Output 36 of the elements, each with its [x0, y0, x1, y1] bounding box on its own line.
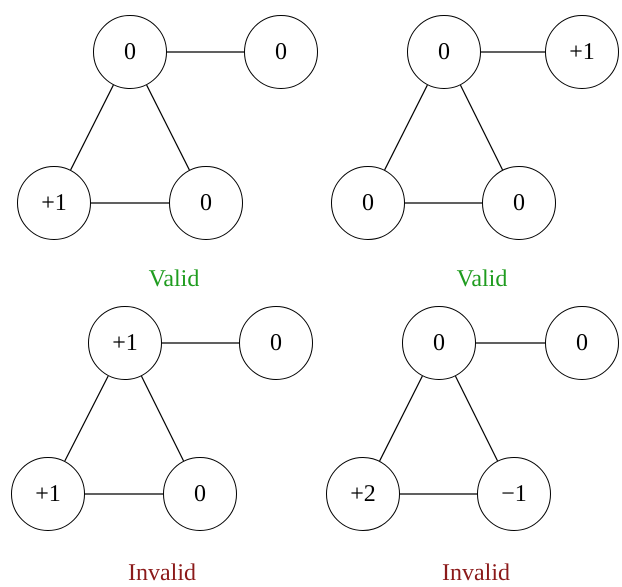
node-value: +1 — [41, 190, 67, 216]
connector-line — [384, 84, 428, 170]
node-value: −1 — [501, 480, 527, 508]
node-value: +2 — [350, 480, 376, 508]
node-value: 0 — [124, 38, 136, 66]
node-value: 0 — [433, 330, 445, 356]
node-value: 0 — [513, 190, 525, 216]
connector-line — [146, 84, 190, 170]
status-label: Valid — [148, 266, 200, 293]
node-value: 0 — [194, 480, 206, 508]
status-label: Valid — [456, 266, 508, 293]
status-label: Invalid — [442, 560, 510, 587]
connector-line — [162, 342, 239, 344]
node-value: 0 — [200, 190, 212, 216]
connector-line — [140, 376, 184, 462]
connector-line — [379, 376, 423, 462]
connector-line — [64, 376, 109, 462]
connector-line — [400, 493, 477, 495]
node-value: 0 — [576, 330, 588, 356]
connector-line — [91, 202, 169, 204]
connector-line — [167, 51, 244, 53]
connector-line — [476, 342, 545, 344]
node-value: 0 — [275, 38, 287, 66]
connector-line — [85, 493, 163, 495]
node-value: +1 — [35, 480, 61, 508]
connector-line — [405, 202, 482, 204]
connector-line — [481, 51, 545, 53]
node-value: +1 — [569, 38, 595, 66]
connector-line — [454, 376, 498, 462]
node-value: 0 — [362, 190, 374, 216]
node-value: +1 — [112, 330, 138, 356]
connector-line — [460, 84, 504, 170]
node-value: 0 — [270, 330, 282, 356]
connector-line — [70, 84, 114, 170]
status-label: Invalid — [128, 560, 196, 587]
node-value: 0 — [438, 38, 450, 66]
